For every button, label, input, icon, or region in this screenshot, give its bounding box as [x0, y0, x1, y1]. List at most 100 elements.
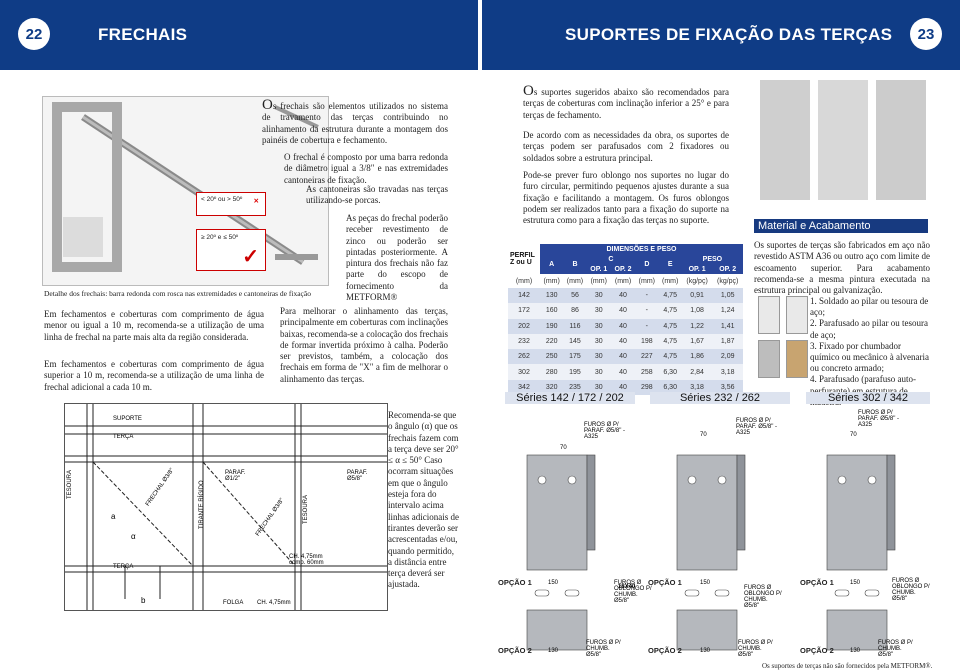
table-cell: 130: [540, 288, 564, 304]
table-cell: 202: [508, 318, 540, 334]
table-cell: 1,86: [681, 349, 713, 365]
table-cell: 1,67: [681, 333, 713, 350]
table-cell: 40: [610, 288, 636, 304]
long-span-paragraph: Em fechamentos e coberturas com comprime…: [44, 359, 264, 392]
units-cell: (mm): [638, 277, 655, 285]
angle-right-label: ≥ 20º e ≤ 50º: [201, 234, 239, 241]
col-c-op1: OP. 1: [586, 264, 611, 274]
label-suporte: SUPORTE: [113, 416, 142, 422]
table-cell: 198: [635, 333, 659, 350]
table-cell: 4,75: [658, 303, 682, 319]
page-gutter: [478, 0, 482, 70]
dim-130-s2: 130: [700, 648, 711, 654]
frechal-plan-drawing: SUPORTE TERÇA TERÇA TESOURA TESOURA FREC…: [64, 403, 388, 611]
table-cell: 40: [610, 303, 636, 319]
table-cell: 3,18: [712, 364, 743, 380]
label-b: b: [141, 596, 146, 605]
table-cell: 4,75: [658, 288, 682, 304]
table-cell: 3,18: [681, 379, 713, 396]
composition-paragraph: O frechal é composto por uma barra redon…: [284, 152, 448, 185]
mount-bolted-icon: [786, 296, 808, 334]
table-cell: 56: [563, 288, 587, 304]
right-header-bar: [482, 0, 960, 70]
table-cell: 232: [508, 333, 540, 350]
bolt-hole-note-s2: FUROS Ø P/ PARAF. Ø5/8" - A325: [736, 418, 778, 436]
support-photo-1: [760, 80, 810, 200]
dim-70-s3: 70: [850, 432, 857, 438]
label-a: a: [111, 512, 116, 521]
dimensions-group-header: DIMENSÕES E PESO: [540, 244, 743, 254]
series-302-342: Séries 302 / 342: [806, 392, 930, 404]
table-cell: 195: [563, 364, 587, 380]
table-cell: 86: [563, 303, 587, 319]
table-cell: 0,91: [681, 288, 713, 304]
mount-anchor-icon: [758, 340, 780, 378]
label-alpha: α: [131, 532, 136, 541]
col-a: A: [540, 254, 564, 274]
oblong-size-s1: 18X40: [618, 584, 636, 590]
table-cell: 2,09: [712, 349, 743, 365]
table-cell: 142: [508, 288, 540, 304]
table-cell: 40: [610, 349, 636, 365]
fastening-paragraph: De acordo com as necessidades da obra, o…: [523, 130, 729, 163]
angle-wrong-label: < 20º ou > 50º: [201, 196, 243, 203]
dim-130-s1: 130: [548, 648, 559, 654]
table-cell: 30: [586, 303, 611, 319]
table-cell: 40: [610, 364, 636, 380]
table-cell: 1,22: [681, 318, 713, 334]
col-d: D: [635, 254, 659, 274]
dim-70-s1: 70: [560, 445, 567, 451]
table-cell: 280: [540, 364, 564, 380]
units-cell: (mm): [515, 277, 533, 285]
col-c-op2: OP. 2: [610, 264, 636, 274]
table-cell: 40: [610, 318, 636, 334]
support-drawings: [526, 454, 896, 651]
units-cell: (mm): [661, 277, 679, 285]
label-chapa-2: CH. 4,75mm: [257, 600, 291, 606]
left-page-title: FRECHAIS: [98, 25, 188, 44]
angle-wrong-box: < 20º ou > 50º ✕: [196, 192, 266, 216]
table-cell: 30: [586, 349, 611, 365]
supports-intro-text: s suportes sugeridos abaixo são recomend…: [523, 87, 729, 120]
supports-intro: Os suportes sugeridos abaixo são recomen…: [523, 83, 729, 121]
table-cell: 6,30: [658, 379, 682, 396]
table-cell: 258: [635, 364, 659, 380]
drop-cap-right: O: [523, 83, 534, 99]
mount-wood-icon: [786, 340, 808, 378]
mount-welded-icon: [758, 296, 780, 334]
oblong-note-s3: FUROS Ø OBLONGO P/ CHUMB. Ø5/8": [892, 578, 930, 602]
oblong-note-s2: FUROS Ø OBLONGO P/ CHUMB. Ø5/8": [744, 585, 782, 609]
table-cell: 40: [610, 379, 636, 396]
bolt-hole-note-s3: FUROS Ø P/ PARAF. Ø5/8" - A325: [858, 410, 900, 428]
col-perfil: PERFIL Z ou U: [508, 244, 540, 274]
option-2-label-s3: OPÇÃO 2: [800, 646, 834, 655]
support-photo-3: [876, 80, 926, 200]
table-cell: 298: [635, 379, 659, 396]
table-cell: 2,84: [681, 364, 713, 380]
figure-caption: Detalhe dos frechais: barra redonda com …: [44, 289, 311, 298]
table-cell: 250: [540, 349, 564, 365]
oblong-paragraph: Pode-se prever furo oblongo nos suportes…: [523, 170, 729, 226]
table-cell: 30: [586, 318, 611, 334]
anchor-note-s3: FUROS Ø P/ CHUMB. Ø5/8": [878, 640, 913, 658]
table-cell: 116: [563, 318, 587, 334]
bolt-hole-note-s1: FUROS Ø P/ PARAF. Ø5/8" - A325: [584, 422, 626, 440]
table-cell: 262: [508, 349, 540, 365]
units-cell: (kg/pç): [686, 277, 708, 285]
table-cell: 4,75: [658, 333, 682, 350]
table-cell: 320: [540, 379, 564, 396]
material-text: Os suportes de terças são fabricados em …: [754, 240, 930, 296]
table-cell: 160: [540, 303, 564, 319]
col-peso: PESO: [681, 254, 743, 264]
table-cell: 3,56: [712, 379, 743, 396]
option-1-label-s3: OPÇÃO 1: [800, 578, 834, 587]
option-2-label-s1: OPÇÃO 2: [498, 646, 532, 655]
table-cell: 30: [586, 288, 611, 304]
intro-text: s frechais são elementos utilizados no s…: [262, 101, 448, 145]
units-cell: (mm): [590, 277, 607, 285]
table-cell: 4,75: [658, 318, 682, 334]
series-142-172-202: Séries 142 / 172 / 202: [505, 392, 635, 404]
